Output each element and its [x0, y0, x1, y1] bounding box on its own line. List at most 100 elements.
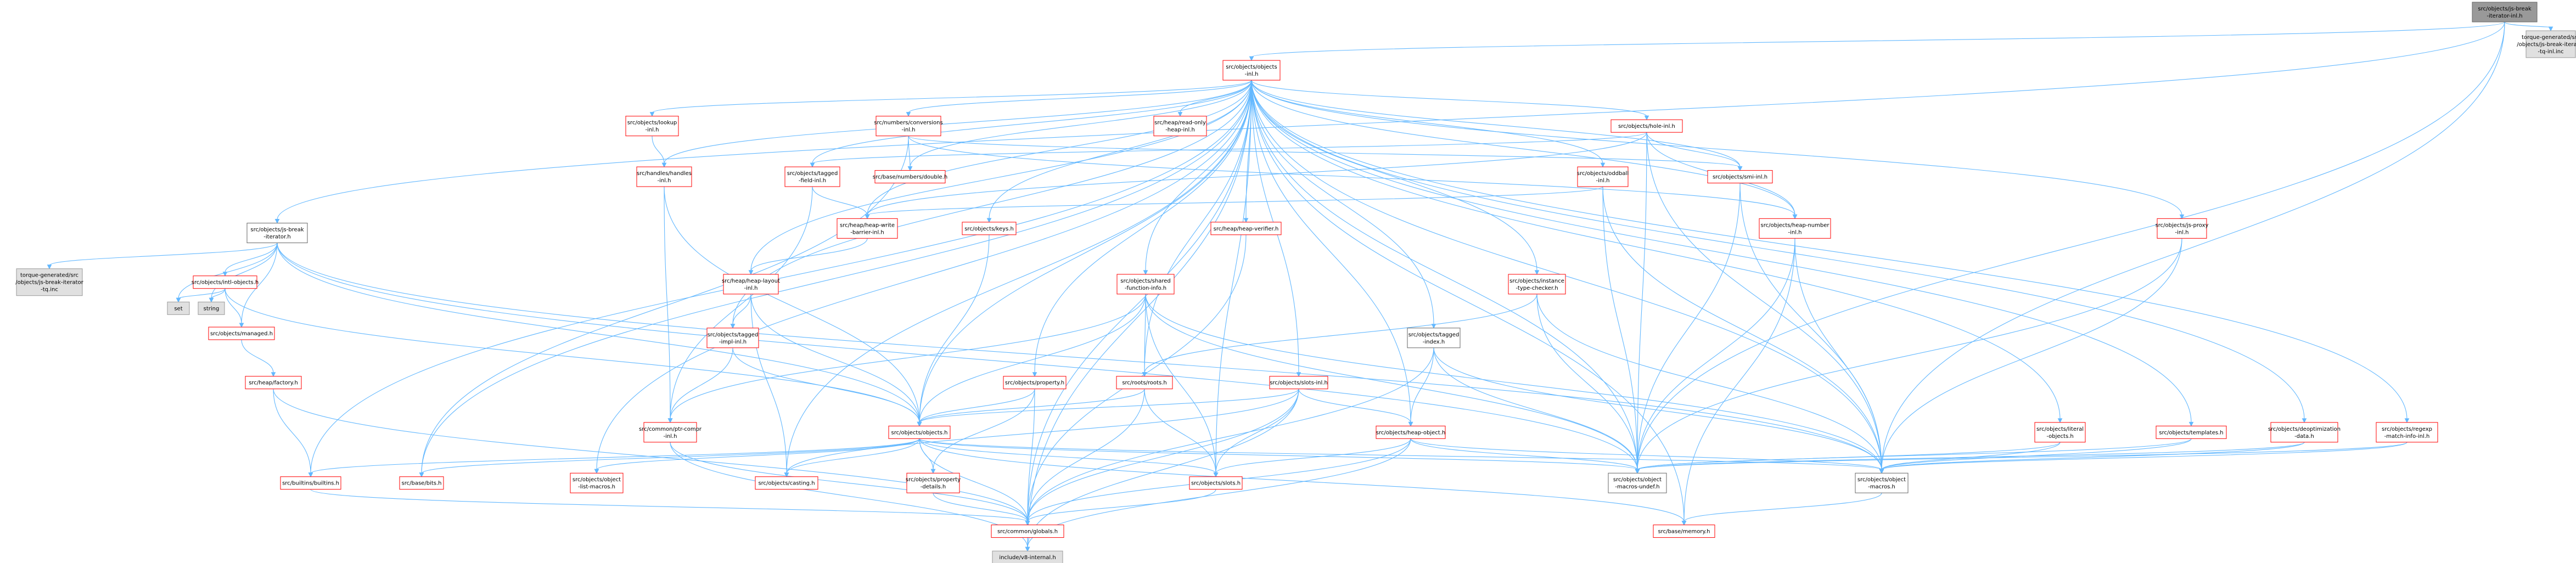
node-obj_inl[interactable]: src/objects/objects-inl.h — [1222, 60, 1281, 81]
edge-ptr_compr-to-v8int — [670, 442, 1030, 552]
node-deopt[interactable]: src/objects/deoptimization-data.h — [2268, 422, 2341, 443]
node-tagged_field[interactable]: src/objects/tagged-field-inl.h — [784, 166, 840, 187]
edge-property-to-objects_h — [917, 389, 1035, 427]
node-itc[interactable]: src/objects/instance-type-checker.h — [1508, 274, 1566, 295]
node-jsproxy[interactable]: src/objects/js-proxy-inl.h — [2156, 218, 2209, 239]
node-tq_h: torque-generated/src/objects/js-break-it… — [15, 268, 84, 296]
node-slots_h[interactable]: src/objects/slots.h — [1189, 476, 1243, 490]
node-objects_h[interactable]: src/objects/objects.h — [888, 425, 951, 439]
edge-hole-to-wb — [865, 132, 1647, 219]
node-label-line: -list-macros.h — [578, 484, 615, 490]
node-string: string — [198, 301, 225, 315]
edge-roots-to-globals — [1025, 389, 1145, 526]
node-smi[interactable]: src/objects/smi-inl.h — [1707, 170, 1773, 184]
node-box — [2270, 422, 2338, 443]
edge-root-to-obj_inl — [1249, 21, 2505, 61]
node-label-line: -inl.h — [657, 178, 671, 184]
node-tagged_impl[interactable]: src/objects/tagged-impl-inl.h — [706, 328, 759, 348]
node-label-line: src/objects/managed.h — [210, 331, 273, 337]
node-globals[interactable]: src/common/globals.h — [991, 525, 1064, 538]
edge-hole-to-tagged_field — [810, 132, 1647, 168]
edge-sfi-to-ptr_compr — [667, 294, 1146, 423]
edge-heap_obj-to-undef — [1410, 438, 1640, 474]
node-label-line: src/objects/lookup — [627, 120, 677, 126]
node-literal[interactable]: src/objects/literal-objects.h — [2034, 422, 2086, 443]
node-label-line: -inl.h — [663, 433, 677, 440]
node-regexp[interactable]: src/objects/regexp-match-info-inl.h — [2376, 422, 2438, 443]
edge-tagged_field-to-wb — [812, 187, 870, 219]
node-label-line: src/objects/property — [906, 477, 961, 483]
node-bits[interactable]: src/base/bits.h — [399, 476, 444, 490]
node-intl[interactable]: src/objects/intl-objects.h — [192, 275, 259, 289]
edge-root-to-tq_inc — [2504, 21, 2553, 32]
node-label-line: set — [174, 306, 182, 312]
edges-layer — [47, 21, 2553, 552]
node-jsbi[interactable]: src/objects/js-break-iterator.h — [246, 223, 308, 244]
node-propdet[interactable]: src/objects/property-details.h — [906, 472, 961, 493]
node-keys[interactable]: src/objects/keys.h — [962, 222, 1017, 235]
node-objlist[interactable]: src/objects/object-list-macros.h — [570, 472, 624, 493]
edge-obj_inl-to-oddball — [1251, 80, 1606, 168]
node-readonly[interactable]: src/heap/read-only-heap-inl.h — [1153, 116, 1207, 137]
edge-wb-to-layout — [748, 238, 868, 275]
edge-objects_h-to-macros — [919, 438, 1884, 474]
node-box — [2156, 425, 2227, 439]
node-slots_inl[interactable]: src/objects/slots-inl.h — [1269, 376, 1328, 390]
edge-propdet-to-globals — [933, 493, 1030, 526]
node-ptr_compr[interactable]: src/common/ptr-compr-inl.h — [639, 422, 702, 443]
node-lookup[interactable]: src/objects/lookup-inl.h — [625, 116, 679, 137]
edge-intl-to-set — [176, 288, 226, 303]
node-heap_obj[interactable]: src/objects/heap-object.h — [1376, 425, 1446, 439]
node-tagged_index[interactable]: src/objects/tagged-index.h — [1407, 328, 1461, 348]
node-layout[interactable]: src/heap/heap-layout-inl.h — [722, 274, 780, 295]
edge-obj_inl-to-hole — [1251, 80, 1649, 121]
node-label-line: src/objects/tagged — [1408, 332, 1460, 338]
node-box — [1222, 60, 1281, 81]
node-undef[interactable]: src/objects/object-macros-undef.h — [1608, 472, 1667, 493]
node-verifier[interactable]: src/heap/heap-verifier.h — [1210, 222, 1282, 235]
node-box — [1003, 376, 1067, 390]
node-hole[interactable]: src/objects/hole-inl.h — [1610, 119, 1683, 133]
node-box — [1116, 376, 1173, 390]
node-heapnum[interactable]: src/objects/heap-number-inl.h — [1759, 218, 1831, 239]
node-label-line: -objects.h — [2046, 433, 2073, 440]
node-oddball[interactable]: src/objects/oddball-inl.h — [1577, 166, 1629, 187]
node-sfi[interactable]: src/objects/shared-function-info.h — [1116, 274, 1175, 295]
node-double[interactable]: src/base/numbers/double.h — [873, 170, 947, 184]
node-set: set — [167, 301, 190, 315]
node-box — [16, 268, 83, 296]
node-label-line: -inl.h — [744, 285, 757, 291]
node-label-line: -match-info-inl.h — [2384, 433, 2430, 440]
node-label-line: /objects/js-break-iterator — [15, 280, 83, 286]
node-label-line: src/common/ptr-compr — [639, 426, 702, 432]
node-numconv[interactable]: src/numbers/conversions-inl.h — [874, 116, 943, 137]
node-box — [198, 301, 225, 315]
edge-managed-to-factory — [241, 340, 276, 377]
node-wb[interactable]: src/heap/heap-write-barrier-inl.h — [837, 218, 898, 239]
edge-sfi-to-undef — [1145, 294, 1640, 474]
edge-itc-to-roots — [1142, 294, 1537, 377]
node-label-line: src/objects/property.h — [1005, 380, 1064, 386]
node-label-line: -function-info.h — [1125, 285, 1166, 291]
node-label-line: src/objects/regexp — [2382, 426, 2432, 432]
node-box — [706, 328, 759, 348]
node-factory[interactable]: src/heap/factory.h — [245, 376, 302, 390]
node-memory[interactable]: src/base/memory.h — [1653, 525, 1715, 538]
node-templates[interactable]: src/objects/templates.h — [2156, 425, 2227, 439]
node-builtins[interactable]: src/builtins/builtins.h — [280, 476, 341, 490]
node-label-line: src/objects/literal — [2036, 426, 2084, 432]
node-managed[interactable]: src/objects/managed.h — [208, 326, 275, 340]
node-roots[interactable]: src/roots/roots.h — [1116, 376, 1173, 390]
node-label-line: -barrier-inl.h — [850, 229, 884, 235]
edge-ptr_compr-to-globals — [670, 442, 1030, 526]
node-label-line: -field-inl.h — [799, 178, 826, 184]
node-casting[interactable]: src/objects/casting.h — [755, 476, 818, 490]
node-box — [1707, 170, 1773, 184]
edge-obj_inl-to-readonly — [1177, 80, 1252, 117]
node-label-line: src/objects/templates.h — [2159, 430, 2223, 436]
node-property[interactable]: src/objects/property.h — [1003, 376, 1067, 390]
node-macros[interactable]: src/objects/object-macros.h — [1855, 472, 1909, 493]
node-label-line: src/objects/js-proxy — [2156, 222, 2209, 228]
edge-slots_inl-to-objects_h — [917, 389, 1299, 427]
node-handles[interactable]: src/handles/handles-inl.h — [636, 166, 692, 187]
